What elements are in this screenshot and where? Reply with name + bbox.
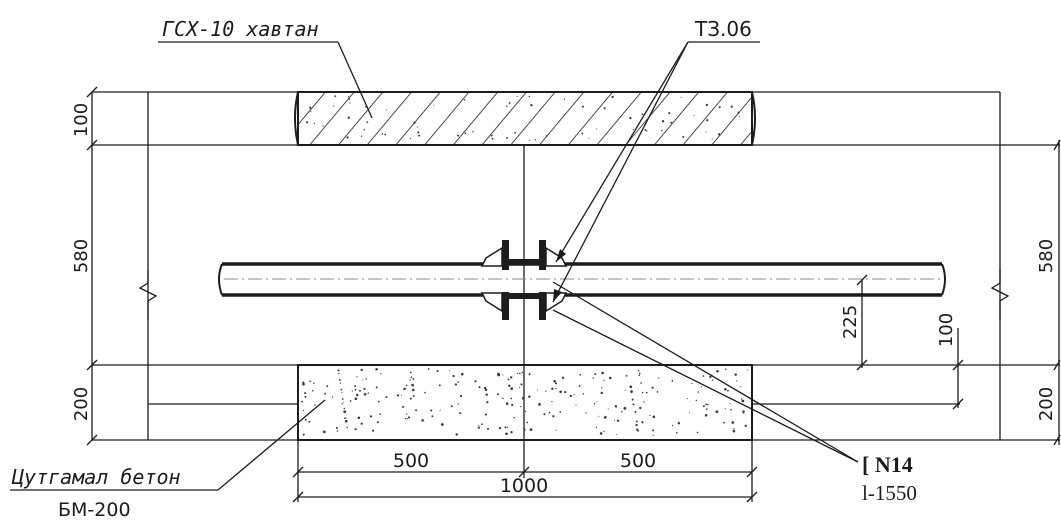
top-slab-label: ГСХ-10 хавтан <box>162 17 319 41</box>
concrete-base <box>297 364 753 441</box>
dim-left-mid: 580 <box>71 239 92 273</box>
dim-left-top: 100 <box>71 103 92 137</box>
dim-base-offset: 100 <box>936 313 957 347</box>
mark-label: ТЗ.06 <box>694 17 752 41</box>
leader-lines <box>10 41 859 491</box>
channel-clamp-upper <box>480 240 568 270</box>
top-slab <box>294 91 756 146</box>
pipe <box>218 262 946 297</box>
dim-left-bottom: 200 <box>71 387 92 421</box>
base-grade-label: БМ-200 <box>58 499 131 521</box>
channel-length-label: l-1550 <box>862 481 917 505</box>
leader-arrowheads <box>553 249 566 302</box>
dimension-lines-bottom <box>292 440 758 503</box>
dimension-lines-inner <box>856 274 964 410</box>
dim-pipe-height: 225 <box>840 305 861 339</box>
dim-total-width: 1000 <box>500 475 548 497</box>
dimension-lines-right <box>1053 139 1061 446</box>
base-label: Цутгамал бетон <box>11 465 181 489</box>
concrete-speckle <box>301 367 748 436</box>
break-symbols <box>138 270 1010 320</box>
dim-half-left: 500 <box>393 450 429 472</box>
dim-half-right: 500 <box>620 450 656 472</box>
channel-label: [ N14 <box>862 452 913 477</box>
dimension-lines-left <box>86 86 98 446</box>
dim-right-bottom: 200 <box>1036 387 1057 421</box>
dim-right-mid: 580 <box>1036 239 1057 273</box>
